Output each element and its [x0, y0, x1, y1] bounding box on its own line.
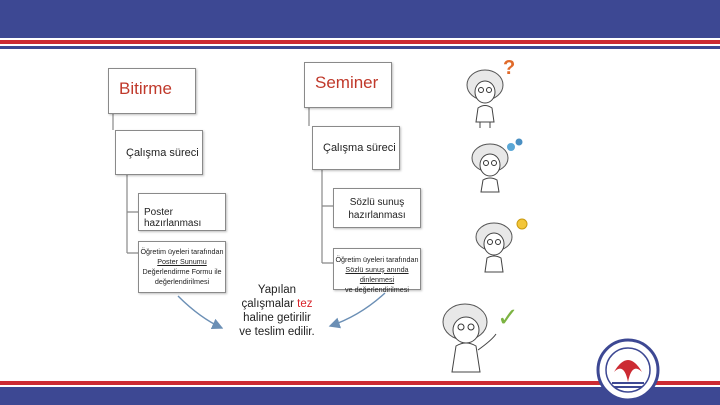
conclusion-line2-a: çalışmalar: [241, 298, 298, 310]
seminer-title: Seminer: [315, 73, 379, 92]
oral-eval-line2: Sözlü sunuş anında dinlenmesi: [345, 265, 409, 284]
right-arrow: [328, 292, 386, 329]
poster-prep-box: Poster hazırlanması: [138, 193, 226, 231]
oral-prep-line2: hazırlanması: [348, 210, 406, 221]
conclusion-text: Yapılan çalışmalar tez haline getirilir …: [232, 283, 322, 339]
header-band: [0, 0, 720, 38]
left-process-label: Çalışma süreci: [126, 147, 199, 159]
bitirme-box: Bitirme: [108, 68, 196, 114]
poster-eval-line2: Poster Sunumu: [157, 257, 207, 266]
check-mark-icon: ✓: [497, 303, 519, 333]
conclusion-line1: Yapılan: [257, 284, 297, 296]
right-process-box: Çalışma süreci: [312, 126, 400, 170]
conclusion-line4: ve teslim edilir.: [239, 326, 315, 338]
conclusion-tez: tez: [297, 298, 313, 310]
university-seal-logo: [596, 338, 660, 402]
poster-eval-box: Öğretim üyeleri tarafından Poster Sunumu…: [138, 241, 226, 293]
header-red-stripe: [0, 40, 720, 44]
oral-prep-box: Sözlü sunuş hazırlanması: [333, 188, 421, 228]
poster-eval-line1: Öğretim üyeleri tarafından: [140, 247, 224, 256]
poster-prep-label: Poster hazırlanması: [144, 207, 202, 229]
oral-eval-line1: Öğretim üyeleri tarafından: [335, 255, 419, 264]
oral-prep-line1: Sözlü sunuş: [349, 197, 405, 208]
footer-blue-band: [0, 387, 720, 405]
left-process-box: Çalışma süreci: [115, 130, 203, 175]
bitirme-title: Bitirme: [119, 79, 172, 98]
header-blue-stripe: [0, 46, 720, 49]
gears-figure-icon: [471, 138, 523, 193]
conclusion-line3: haline getirilir: [243, 312, 311, 324]
right-process-label: Çalışma süreci: [323, 142, 396, 154]
oral-eval-line3: ve değerlendirilmesi: [345, 285, 409, 294]
footer-red-stripe: [0, 381, 720, 385]
conclusion-line2: çalışmalar tez: [232, 297, 322, 311]
left-arrow: [177, 295, 224, 330]
idea-figure-icon: [475, 218, 528, 273]
success-figure-icon: [442, 303, 497, 373]
seminer-box: Seminer: [304, 62, 392, 108]
thinking-figure-icon: [466, 69, 504, 128]
oral-eval-box: Öğretim üyeleri tarafından Sözlü sunuş a…: [333, 248, 421, 294]
poster-eval-line4: değerlendirilmesi: [154, 277, 210, 286]
poster-eval-line3: Değerlendirme Formu ile: [142, 267, 222, 276]
question-mark-icon: ?: [503, 57, 515, 79]
left-connector-process-steps: [126, 173, 138, 254]
right-connector-process-steps: [321, 168, 333, 264]
